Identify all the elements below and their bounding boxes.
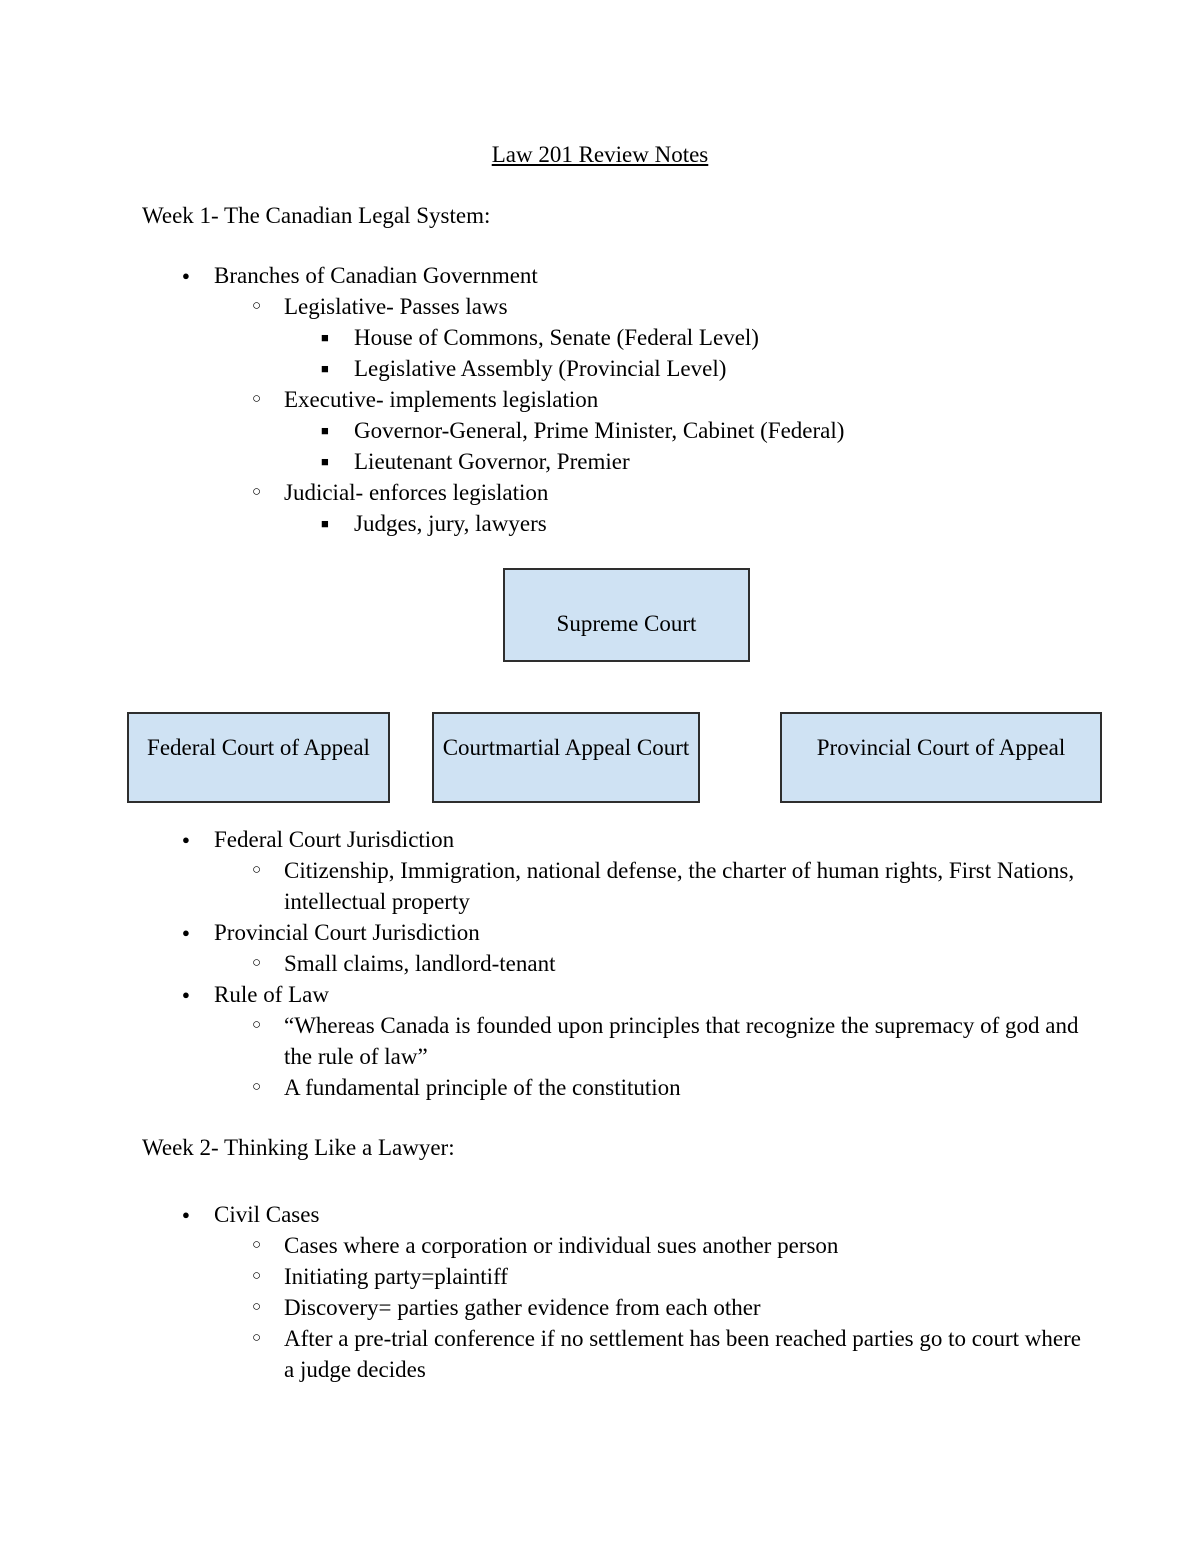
diagram-box-supreme-court: Supreme Court — [503, 568, 750, 662]
list-item: ■ Lieutenant Governor, Premier — [142, 446, 1102, 477]
list-item: ○ Citizenship, Immigration, national def… — [142, 855, 1084, 917]
list-item: ○ A fundamental principle of the constit… — [142, 1072, 1084, 1103]
diagram-box-courtmartial-appeal-court: Courtmartial Appeal Court — [432, 712, 700, 803]
list-item: ■ House of Commons, Senate (Federal Leve… — [142, 322, 1102, 353]
list-item-text: Discovery= parties gather evidence from … — [284, 1295, 761, 1320]
list-item: ■ Judges, jury, lawyers — [142, 508, 1102, 539]
list-item: ● Provincial Court Jurisdiction — [142, 917, 1084, 948]
diagram-box-label: Federal Court of Appeal — [147, 734, 370, 760]
bullet-disc-icon: ● — [182, 832, 190, 847]
bullet-square-icon: ■ — [321, 516, 329, 531]
list-item: ○ Legislative- Passes laws — [142, 291, 1102, 322]
bullet-square-icon: ■ — [321, 361, 329, 376]
bullet-circle-icon: ○ — [252, 484, 262, 500]
list-item-text: Judicial- enforces legislation — [284, 480, 549, 505]
list-item-text: Civil Cases — [214, 1202, 320, 1227]
diagram-box-label: Supreme Court — [556, 611, 697, 636]
list-item-text: Legislative- Passes laws — [284, 294, 508, 319]
bullet-circle-icon: ○ — [252, 1079, 262, 1095]
bullet-circle-icon: ○ — [252, 1299, 262, 1315]
bullet-circle-icon: ○ — [252, 955, 262, 971]
list-item-text: Legislative Assembly (Provincial Level) — [354, 356, 727, 381]
list-item: ● Federal Court Jurisdiction — [142, 824, 1084, 855]
week1-list: ● Branches of Canadian Government ○ Legi… — [142, 260, 1102, 539]
list-item: ■ Governor-General, Prime Minister, Cabi… — [142, 415, 1102, 446]
list-item-text: House of Commons, Senate (Federal Level) — [354, 325, 759, 350]
bullet-disc-icon: ● — [182, 1207, 190, 1222]
bullet-circle-icon: ○ — [252, 391, 262, 407]
list-item-text: Provincial Court Jurisdiction — [214, 920, 480, 945]
bullet-disc-icon: ● — [182, 925, 190, 940]
diagram-box-federal-court-of-appeal: Federal Court of Appeal — [127, 712, 390, 803]
list-item-text: Cases where a corporation or individual … — [284, 1233, 839, 1258]
list-item: ○ “Whereas Canada is founded upon princi… — [142, 1010, 1084, 1072]
list-item: ● Branches of Canadian Government — [142, 260, 1102, 291]
list-item: ● Civil Cases — [142, 1199, 1084, 1230]
list-item-text: Branches of Canadian Government — [214, 263, 538, 288]
list-item: ○ Judicial- enforces legislation — [142, 477, 1102, 508]
list-item-text: Initiating party=plaintiff — [284, 1264, 508, 1289]
bullet-square-icon: ■ — [321, 454, 329, 469]
list-item-text: Judges, jury, lawyers — [354, 511, 547, 536]
bullet-circle-icon: ○ — [252, 298, 262, 314]
list-item-text: Rule of Law — [214, 982, 329, 1007]
diagram-box-label: Provincial Court of Appeal — [816, 734, 1066, 760]
list-item-text: Governor-General, Prime Minister, Cabine… — [354, 418, 845, 443]
list-item: ○ After a pre-trial conference if no set… — [142, 1323, 1084, 1385]
list-item-text: After a pre-trial conference if no settl… — [284, 1326, 1081, 1382]
list-item-text: Executive- implements legislation — [284, 387, 599, 412]
list-item: ■ Legislative Assembly (Provincial Level… — [142, 353, 1102, 384]
list-item-text: Federal Court Jurisdiction — [214, 827, 455, 852]
jurisdiction-list: ● Federal Court Jurisdiction ○ Citizensh… — [142, 824, 1084, 1103]
diagram-box-provincial-court-of-appeal: Provincial Court of Appeal — [780, 712, 1102, 803]
bullet-circle-icon: ○ — [252, 1017, 262, 1033]
list-item-text: Lieutenant Governor, Premier — [354, 449, 630, 474]
bullet-disc-icon: ● — [182, 268, 190, 283]
list-item: ● Rule of Law — [142, 979, 1084, 1010]
list-item: ○ Executive- implements legislation — [142, 384, 1102, 415]
list-item-text: Citizenship, Immigration, national defen… — [284, 858, 1075, 914]
list-item: ○ Small claims, landlord-tenant — [142, 948, 1084, 979]
bullet-circle-icon: ○ — [252, 1268, 262, 1284]
week2-list: ● Civil Cases ○ Cases where a corporatio… — [142, 1199, 1084, 1385]
list-item: ○ Initiating party=plaintiff — [142, 1261, 1084, 1292]
bullet-circle-icon: ○ — [252, 1237, 262, 1253]
list-item-text: A fundamental principle of the constitut… — [284, 1075, 681, 1100]
bullet-disc-icon: ● — [182, 987, 190, 1002]
list-item-text: Small claims, landlord-tenant — [284, 951, 556, 976]
page-title: Law 201 Review Notes — [491, 142, 709, 167]
list-item-text: “Whereas Canada is founded upon principl… — [284, 1013, 1079, 1069]
diagram-box-label: Courtmartial Appeal Court — [442, 734, 690, 760]
bullet-square-icon: ■ — [321, 423, 329, 438]
bullet-circle-icon: ○ — [252, 1330, 262, 1346]
list-item: ○ Cases where a corporation or individua… — [142, 1230, 1084, 1261]
bullet-circle-icon: ○ — [252, 862, 262, 878]
list-item: ○ Discovery= parties gather evidence fro… — [142, 1292, 1084, 1323]
week2-heading: Week 2- Thinking Like a Lawyer: — [142, 1135, 455, 1160]
week1-heading: Week 1- The Canadian Legal System: — [142, 203, 491, 228]
bullet-square-icon: ■ — [321, 330, 329, 345]
